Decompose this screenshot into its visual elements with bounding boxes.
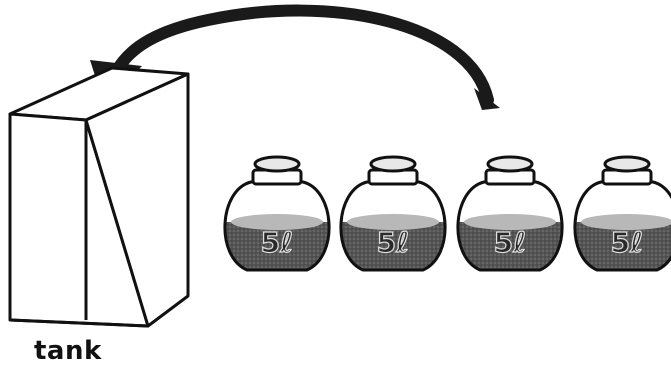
- jar-4: 5ℓ: [557, 157, 671, 282]
- tank-label: tank: [34, 336, 114, 366]
- tank: [10, 68, 188, 326]
- jar-lid: [605, 157, 649, 171]
- jar-volume-label: 5ℓ: [261, 226, 294, 259]
- jar-2: 5ℓ: [323, 157, 463, 282]
- jar-1: 5ℓ: [207, 157, 347, 282]
- jar-lid: [255, 157, 299, 171]
- jar-lid: [488, 157, 532, 171]
- jar-group: 5ℓ 5ℓ 5ℓ 5ℓ: [207, 157, 671, 282]
- jar-lid: [371, 157, 415, 171]
- jar-volume-label: 5ℓ: [494, 226, 527, 259]
- jar-volume-label: 5ℓ: [611, 226, 644, 259]
- jar-3: 5ℓ: [440, 157, 580, 282]
- jar-volume-label: 5ℓ: [377, 226, 410, 259]
